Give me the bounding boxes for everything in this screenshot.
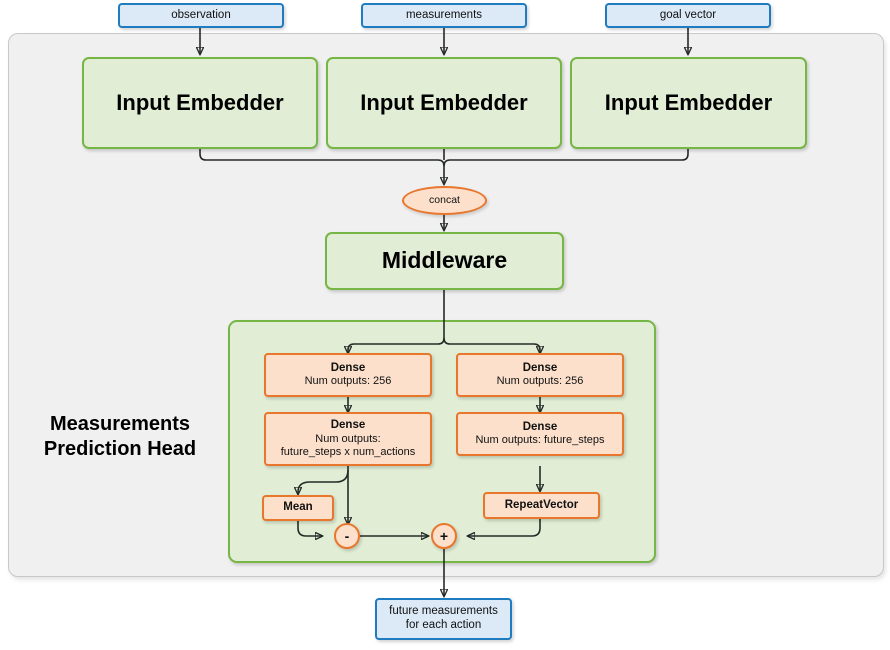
dense-left-2-title: Dense xyxy=(330,419,366,432)
dense-right-2[interactable]: Dense Num outputs: future_steps xyxy=(456,412,624,456)
output-box-line-1: future measurements xyxy=(389,605,498,618)
head-title-line-1: Measurements xyxy=(49,413,191,435)
input-box-goal-vector-label: goal vector xyxy=(659,8,717,21)
input-box-observation-label: observation xyxy=(171,8,231,21)
input-embedder-goal-vector[interactable]: Input Embedder xyxy=(570,57,807,149)
dense-right-1-title: Dense xyxy=(522,361,558,374)
output-box-future-measurements[interactable]: future measurements for each action xyxy=(375,598,512,640)
dense-right-1[interactable]: Dense Num outputs: 256 xyxy=(456,353,624,397)
dense-left-2-subtitle-line-1: Num outputs: xyxy=(315,432,381,445)
concat-operation[interactable]: concat xyxy=(402,186,487,215)
dense-right-2-title: Dense xyxy=(522,420,558,433)
add-operation-label: + xyxy=(439,527,449,544)
mean-block[interactable]: Mean xyxy=(262,495,334,521)
dense-left-1[interactable]: Dense Num outputs: 256 xyxy=(264,353,432,397)
concat-operation-label: concat xyxy=(429,194,460,207)
add-operation[interactable]: + xyxy=(431,523,457,549)
input-embedder-observation[interactable]: Input Embedder xyxy=(82,57,318,149)
input-embedder-measurements-label: Input Embedder xyxy=(360,90,528,116)
repeat-vector-label: RepeatVector xyxy=(504,498,579,511)
input-embedder-goal-vector-label: Input Embedder xyxy=(604,90,773,116)
input-box-measurements-label: measurements xyxy=(405,8,483,21)
dense-left-2[interactable]: Dense Num outputs: future_steps x num_ac… xyxy=(264,412,432,466)
dense-right-1-subtitle: Num outputs: 256 xyxy=(496,375,584,388)
output-box-line-2: for each action xyxy=(405,619,482,631)
input-box-measurements[interactable]: measurements xyxy=(361,3,527,28)
dense-left-1-title: Dense xyxy=(330,361,366,374)
repeat-vector-block[interactable]: RepeatVector xyxy=(483,492,600,519)
subtract-operation-label: - xyxy=(344,527,350,544)
middleware-block[interactable]: Middleware xyxy=(325,232,564,290)
mean-block-label: Mean xyxy=(283,501,313,514)
input-embedder-measurements[interactable]: Input Embedder xyxy=(326,57,562,149)
dense-right-2-subtitle: Num outputs: future_steps xyxy=(475,434,605,447)
measurements-prediction-head-title: Measurements Prediction Head xyxy=(20,412,220,462)
dense-left-1-subtitle: Num outputs: 256 xyxy=(304,375,392,388)
subtract-operation[interactable]: - xyxy=(334,523,360,549)
input-box-observation[interactable]: observation xyxy=(118,3,284,28)
input-embedder-observation-label: Input Embedder xyxy=(116,90,284,116)
input-box-goal-vector[interactable]: goal vector xyxy=(605,3,771,28)
dense-left-2-subtitle-line-2: future_steps x num_actions xyxy=(280,445,416,458)
head-title-line-2: Prediction Head xyxy=(43,438,197,460)
middleware-label: Middleware xyxy=(381,247,508,274)
